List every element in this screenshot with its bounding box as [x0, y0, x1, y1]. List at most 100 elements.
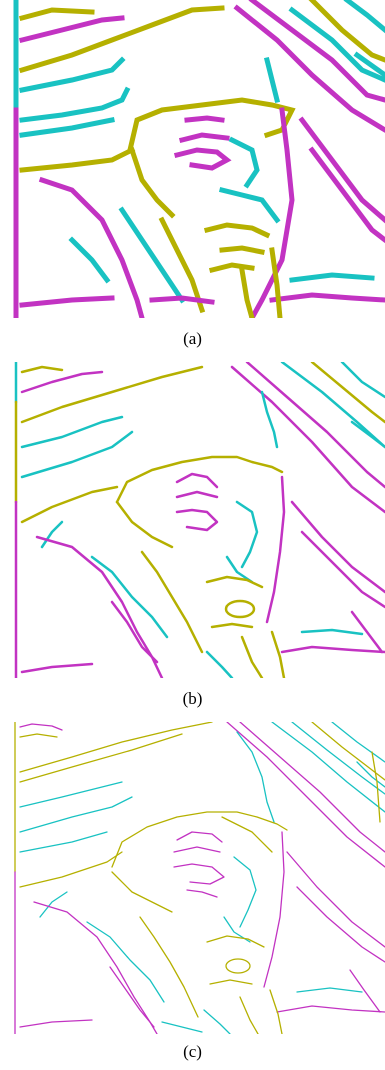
- edge-segment: [263, 831, 285, 988]
- edge-segment: [18, 15, 125, 44]
- edge-segment: [209, 979, 253, 985]
- edge-segment: [176, 831, 223, 843]
- edge-segment: [19, 733, 183, 783]
- edge-segment: [128, 146, 176, 219]
- edge-segment: [19, 796, 133, 833]
- edge-segment: [233, 856, 257, 928]
- edge-segment: [186, 889, 218, 898]
- edge-segment: [230, 365, 385, 514]
- edge-segment: [225, 555, 254, 584]
- edge-segment: [280, 645, 385, 654]
- edge-segment: [249, 107, 295, 318]
- panel-caption-c: (c): [183, 1042, 202, 1061]
- edge-map-image-a: [13, 0, 385, 318]
- edge-segment: [218, 186, 281, 224]
- edge-segment: [161, 1021, 203, 1033]
- edge-segment: [18, 7, 95, 22]
- edge-segment: [19, 56, 126, 93]
- edge-segment: [289, 272, 375, 283]
- edge-segment: [288, 6, 385, 83]
- edge-segment: [350, 610, 384, 654]
- edge-segment: [353, 51, 385, 79]
- edge-segment: [263, 56, 281, 104]
- edge-segment: [226, 722, 385, 868]
- edge-segment: [178, 132, 230, 144]
- edge-segment: [239, 722, 385, 853]
- edge-segment: [203, 1009, 231, 1034]
- edge-segment: [19, 295, 115, 308]
- edge-segment: [310, 362, 385, 424]
- edge-segment: [20, 365, 64, 374]
- edge-segment: [175, 472, 219, 489]
- panel-caption-a: (a): [183, 329, 202, 348]
- edge-segment: [350, 420, 385, 449]
- edge-segment: [126, 97, 296, 154]
- edge-segment: [296, 987, 363, 993]
- edge-segment: [19, 117, 115, 138]
- edge-segment: [118, 206, 186, 304]
- edge-segment: [308, 146, 385, 244]
- edge-segment: [19, 1019, 93, 1028]
- edge-segment: [19, 722, 213, 773]
- edge-segment: [86, 921, 165, 1003]
- edge-segment: [270, 630, 286, 678]
- edge-segment: [206, 935, 265, 948]
- figure-panel-b: (b): [0, 362, 385, 714]
- edge-segment: [111, 811, 288, 868]
- edge-segment: [173, 147, 232, 171]
- edge-map-image-c: [14, 722, 385, 1034]
- edge-segment: [235, 500, 259, 569]
- edge-segment: [205, 650, 234, 678]
- edge-segment: [298, 116, 385, 224]
- edge-segment: [219, 245, 265, 255]
- edge-segment: [210, 622, 254, 629]
- edge-segment: [280, 362, 385, 449]
- edge-segment: [149, 295, 215, 305]
- edge-segment: [19, 831, 108, 853]
- edge-segment: [40, 520, 64, 549]
- edge-segment: [225, 958, 251, 974]
- edge-segment: [208, 262, 255, 274]
- edge-segment: [371, 751, 381, 823]
- edge-segment: [203, 222, 271, 239]
- edge-segment: [340, 362, 385, 399]
- edge-segment: [19, 723, 63, 731]
- edge-segment: [331, 722, 385, 763]
- edge-segment: [20, 415, 124, 449]
- edge-segment: [239, 996, 259, 1034]
- edge-map-image-b: [14, 362, 385, 678]
- edge-segment: [269, 292, 385, 303]
- figure-panel-c: (c): [0, 722, 385, 1070]
- edge-segment: [356, 761, 385, 788]
- edge-segment: [39, 891, 68, 918]
- edge-segment: [300, 628, 364, 636]
- edge-segment: [109, 966, 155, 1028]
- edge-segment: [115, 500, 174, 549]
- edge-segment: [308, 0, 385, 63]
- edge-segment: [173, 863, 225, 885]
- edge-segment: [175, 490, 219, 499]
- edge-segment: [20, 370, 104, 394]
- edge-segment: [184, 115, 225, 123]
- edge-segment: [140, 550, 204, 654]
- edge-segment: [111, 871, 173, 913]
- edge-segment: [286, 851, 385, 948]
- edge-segment: [19, 733, 58, 738]
- edge-segment: [20, 365, 204, 424]
- edge-segment: [18, 5, 225, 74]
- edge-segment: [265, 475, 286, 624]
- edge-segment: [349, 969, 381, 1013]
- edge-segment: [260, 390, 279, 449]
- edge-segment: [271, 722, 385, 813]
- edge-segment: [115, 455, 284, 504]
- edge-segment: [228, 136, 260, 189]
- edge-segment: [19, 851, 123, 888]
- panel-caption-b: (b): [182, 689, 203, 708]
- edge-segment: [276, 1005, 385, 1013]
- edge-segment: [221, 816, 273, 853]
- edge-segment: [90, 555, 169, 639]
- figure-panel-a: (a): [0, 0, 385, 355]
- edge-segment: [233, 4, 385, 133]
- edge-segment: [236, 731, 275, 823]
- edge-segment: [110, 600, 159, 664]
